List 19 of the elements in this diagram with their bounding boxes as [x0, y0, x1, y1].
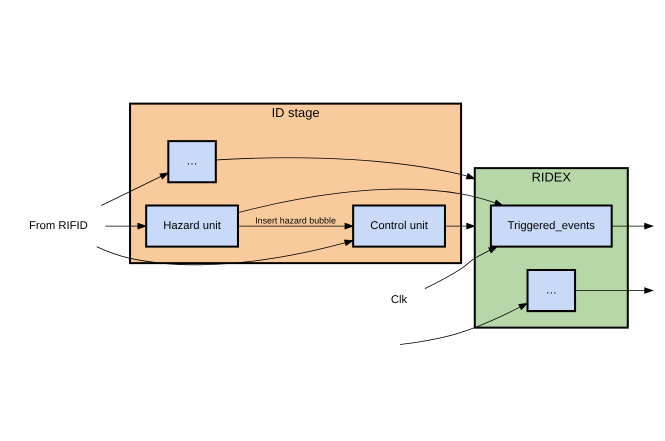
- node-box: …: [526, 268, 576, 312]
- node-box: Triggered_events: [490, 204, 613, 248]
- arrow: [238, 222, 354, 229]
- arrow: [96, 239, 354, 265]
- arrow: [611, 222, 654, 229]
- arrow: [424, 246, 498, 289]
- node-box: Control unit: [352, 204, 446, 248]
- arrow: [574, 286, 654, 294]
- edge-label: Insert hazard bubble: [255, 215, 336, 226]
- arrow: [100, 172, 170, 206]
- arrow: [215, 156, 476, 179]
- arrow: [104, 222, 148, 229]
- arrow: [400, 302, 528, 344]
- arrow: [238, 188, 504, 212]
- node-text: Clk: [390, 294, 408, 306]
- node-box: Hazard unit: [145, 204, 239, 248]
- arrow: [444, 222, 476, 229]
- node-box: …: [167, 140, 217, 183]
- node-text: From RIFID: [28, 220, 88, 232]
